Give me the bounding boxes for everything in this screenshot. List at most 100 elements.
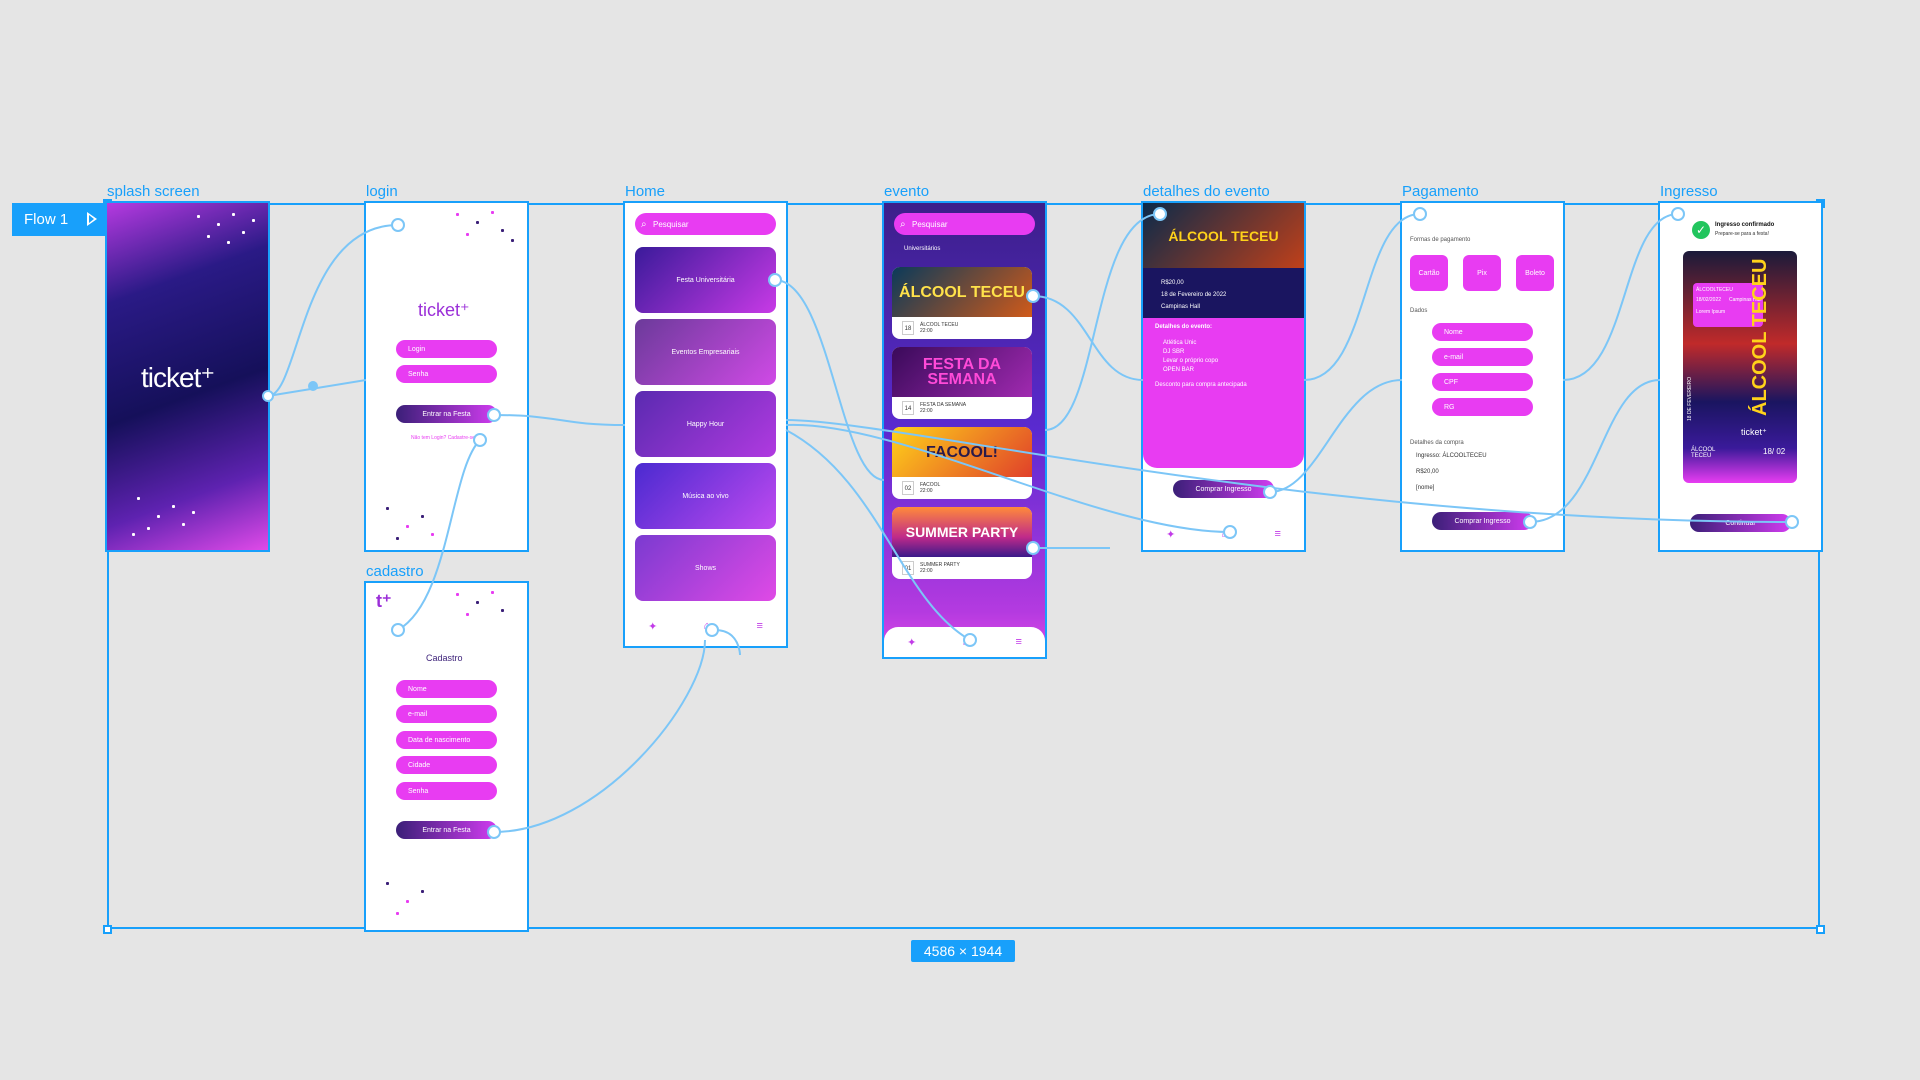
- purchase-details-label: Detalhes da compra: [1410, 440, 1464, 446]
- stub-name: ÁLCOOL TECEU: [1691, 447, 1716, 459]
- category-card[interactable]: Happy Hour: [635, 391, 776, 457]
- detail-item: DJ SBR: [1163, 349, 1185, 355]
- flow-label: Flow 1: [24, 211, 69, 228]
- event-time: 22:00: [920, 328, 933, 334]
- category-card[interactable]: Eventos Empresariais: [635, 319, 776, 385]
- email-input[interactable]: e-mail: [1432, 348, 1533, 366]
- frame-label-splash[interactable]: splash screen: [107, 183, 200, 200]
- purchase-line: Ingresso: ÁLCOOLTECEU: [1416, 453, 1487, 459]
- login-input[interactable]: Login: [396, 340, 497, 358]
- detail-item: Atlética Unic: [1163, 340, 1197, 346]
- flow-start-tag[interactable]: Flow 1: [12, 203, 106, 236]
- ticket-info-box: ÁLCOOLTECEU 18/02/2022 Campinas Hall Lor…: [1693, 283, 1763, 327]
- birthdate-input[interactable]: Data de nascimento: [396, 731, 497, 749]
- event-day: 18: [902, 321, 914, 335]
- evento-frame[interactable]: Pesquisar Universitários ÁLCOOL TECEU 18…: [882, 201, 1047, 659]
- register-link[interactable]: Não tem Login? Cadastre-se: [411, 435, 475, 441]
- ticket-logo: ticket⁺: [141, 362, 215, 393]
- resize-handle-br[interactable]: [1816, 925, 1825, 934]
- tab-bar: ✦ ⌂ ≡: [1143, 521, 1304, 547]
- event-name: ÁLCOOL TECEU: [920, 322, 959, 328]
- category-card[interactable]: Festa Universitária: [635, 247, 776, 313]
- home-frame[interactable]: Pesquisar Festa Universitária Eventos Em…: [623, 201, 788, 648]
- ticket-line: ÁLCOOLTECEU: [1696, 287, 1733, 293]
- frame-label-detalhes[interactable]: detalhes do evento: [1143, 183, 1270, 200]
- ticket-tab-icon[interactable]: ✦: [1166, 528, 1176, 541]
- menu-icon[interactable]: ≡: [756, 620, 763, 632]
- cpf-input[interactable]: CPF: [1432, 373, 1533, 391]
- enter-party-button[interactable]: Entrar na Festa: [396, 405, 497, 423]
- enter-party-button[interactable]: Entrar na Festa: [396, 821, 497, 839]
- event-date: 18 de Fevereiro de 2022: [1161, 292, 1227, 298]
- payment-card-button[interactable]: Cartão: [1410, 255, 1448, 291]
- event-image: ÁLCOOL TECEU: [892, 267, 1032, 317]
- event-image: FESTA DA SEMANA: [892, 347, 1032, 397]
- buy-ticket-button[interactable]: Comprar Ingresso: [1173, 480, 1274, 498]
- discount-note: Desconto para compra antecipada: [1155, 382, 1247, 388]
- event-place: Campinas Hall: [1161, 304, 1201, 310]
- event-price: R$20,00: [1161, 280, 1184, 286]
- frame-label-ingresso[interactable]: Ingresso: [1660, 183, 1718, 200]
- name-input[interactable]: Nome: [1432, 323, 1533, 341]
- ticket-tab-icon[interactable]: ✦: [907, 636, 917, 649]
- buy-ticket-button[interactable]: Comprar Ingresso: [1432, 512, 1533, 530]
- splash-screen-frame[interactable]: ticket⁺: [105, 201, 270, 552]
- resize-handle-bl[interactable]: [103, 925, 112, 934]
- frame-label-evento[interactable]: evento: [884, 183, 930, 200]
- details-heading: Detalhes do evento:: [1155, 324, 1213, 330]
- ingresso-frame[interactable]: ✓ Ingresso confirmado Prepare-se para a …: [1658, 201, 1823, 552]
- menu-icon[interactable]: ≡: [1015, 636, 1022, 648]
- play-icon[interactable]: [87, 212, 97, 226]
- rg-input[interactable]: RG: [1432, 398, 1533, 416]
- frame-label-pagamento[interactable]: Pagamento: [1402, 183, 1479, 200]
- frame-label-login[interactable]: login: [366, 183, 398, 200]
- payment-pix-button[interactable]: Pix: [1463, 255, 1501, 291]
- ticket-card: ÁLCOOLTECEU 18/02/2022 Campinas Hall Lor…: [1683, 251, 1797, 483]
- password-input[interactable]: Senha: [396, 365, 497, 383]
- tab-bar: ✦ ⌂ ≡: [625, 613, 786, 639]
- frame-label-cadastro[interactable]: cadastro: [366, 563, 424, 580]
- ticket-line: 18/02/2022: [1696, 297, 1722, 303]
- pagamento-frame[interactable]: Formas de pagamento Cartão Pix Boleto Da…: [1400, 201, 1565, 552]
- ticket-tab-icon[interactable]: ✦: [648, 620, 658, 633]
- password-input[interactable]: Senha: [396, 782, 497, 800]
- section-title: Universitários: [904, 246, 941, 252]
- city-input[interactable]: Cidade: [396, 756, 497, 774]
- frame-label-home[interactable]: Home: [625, 183, 666, 200]
- confirm-subtitle: Prepare-se para a festa!: [1715, 231, 1769, 237]
- email-input[interactable]: e-mail: [396, 705, 497, 723]
- home-tab-icon[interactable]: ⌂: [962, 636, 970, 648]
- cadastro-frame[interactable]: t⁺ Cadastro Nome e-mail Data de nascimen…: [364, 581, 529, 932]
- event-info-band: R$20,00 18 de Fevereiro de 2022 Campinas…: [1143, 268, 1304, 318]
- search-input[interactable]: Pesquisar: [635, 213, 776, 235]
- category-card[interactable]: Música ao vivo: [635, 463, 776, 529]
- event-day: 14: [902, 401, 914, 415]
- detalhes-frame[interactable]: ÁLCOOL TECEU R$20,00 18 de Fevereiro de …: [1141, 201, 1306, 552]
- category-card[interactable]: Shows: [635, 535, 776, 601]
- stub-logo: ticket⁺: [1741, 427, 1767, 437]
- ticket-logo: t⁺: [376, 591, 392, 611]
- event-image: SUMMER PARTY: [892, 507, 1032, 557]
- event-image: FACOOL!: [892, 427, 1032, 477]
- name-input[interactable]: Nome: [396, 680, 497, 698]
- ticket-line: Lorem Ipsum: [1696, 309, 1726, 315]
- menu-icon[interactable]: ≡: [1274, 528, 1281, 540]
- login-frame[interactable]: ticket⁺ Login Senha Entrar na Festa Não …: [364, 201, 529, 552]
- data-label: Dados: [1410, 308, 1428, 314]
- stub-date: 18/ 02: [1763, 447, 1786, 456]
- ticket-line: Campinas Hall: [1729, 297, 1762, 303]
- home-tab-icon[interactable]: ⌂: [703, 620, 711, 632]
- event-banner: ÁLCOOL TECEU: [1143, 203, 1304, 268]
- detail-item: OPEN BAR: [1163, 367, 1195, 373]
- continue-button[interactable]: Continuar: [1690, 514, 1791, 532]
- event-name: FESTA DA SEMANA: [920, 402, 967, 408]
- home-tab-icon[interactable]: ⌂: [1221, 528, 1229, 540]
- search-input[interactable]: Pesquisar: [894, 213, 1035, 235]
- payment-boleto-button[interactable]: Boleto: [1516, 255, 1554, 291]
